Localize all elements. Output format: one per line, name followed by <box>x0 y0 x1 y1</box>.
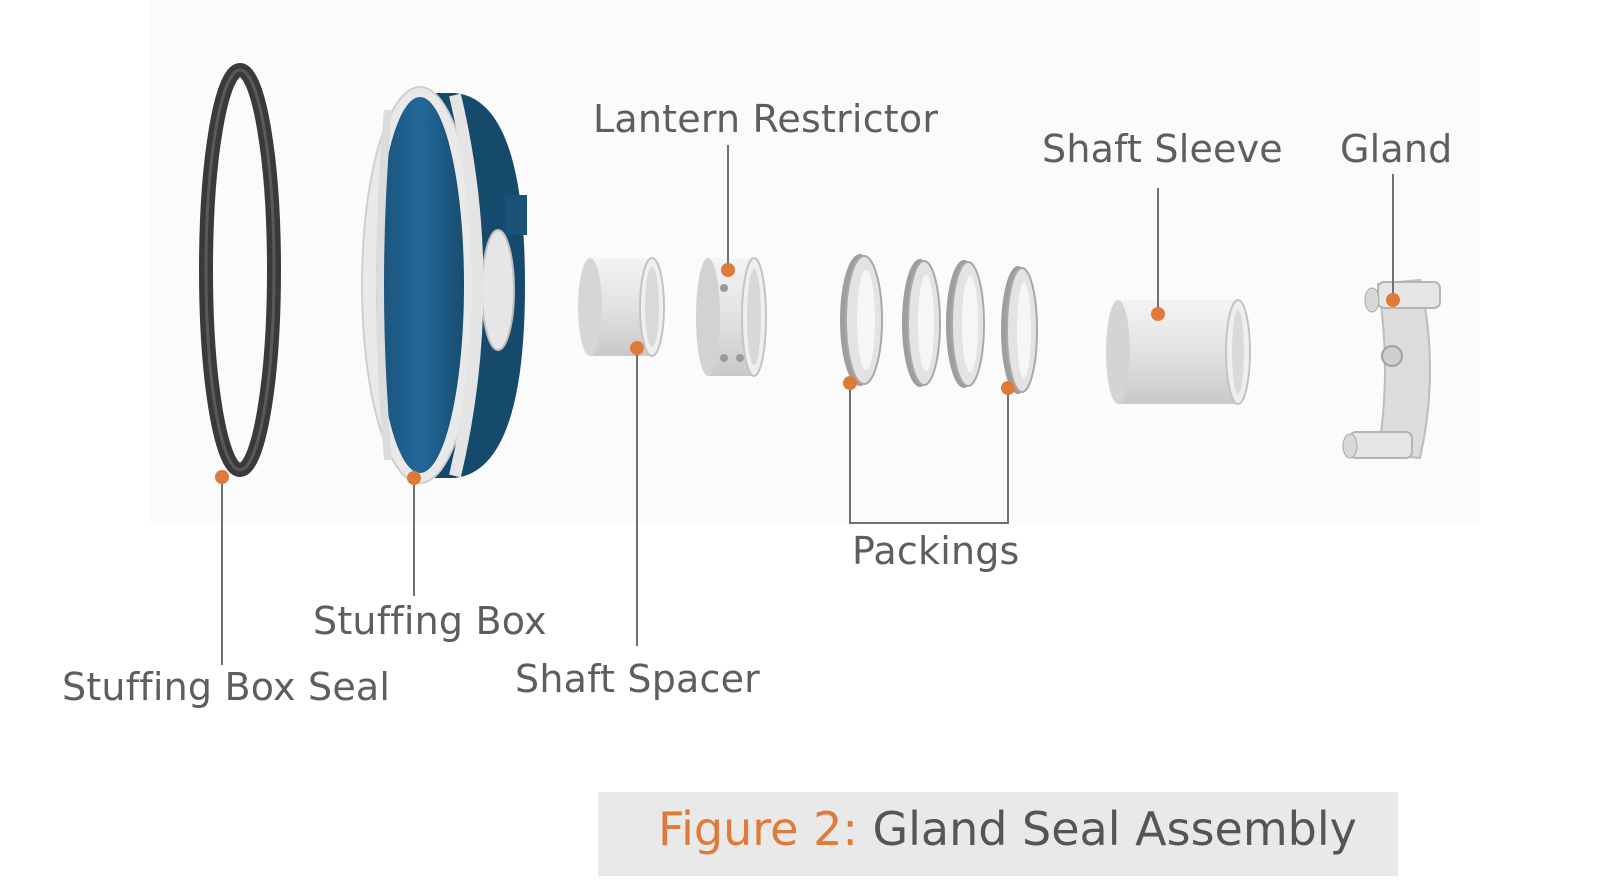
leader-lines <box>221 145 1394 665</box>
packing-ring-2 <box>902 259 941 387</box>
marker-shaft-sleeve <box>1151 307 1165 321</box>
figure-caption: Figure 2: Gland Seal Assembly <box>658 806 1357 852</box>
label-shaft-spacer: Shaft Spacer <box>515 657 761 701</box>
figure-caption-box <box>598 792 1398 876</box>
label-shaft-sleeve: Shaft Sleeve <box>1042 127 1283 171</box>
figure-caption-prefix: Figure 2: <box>658 802 858 856</box>
marker-lantern-restrictor <box>721 263 735 277</box>
label-gland: Gland <box>1340 127 1453 171</box>
packing-ring-4 <box>1001 266 1038 394</box>
shaft-sleeve-part <box>1106 299 1251 405</box>
gland-part <box>1342 278 1441 460</box>
marker-packing-right <box>1001 381 1015 395</box>
shaft-spacer-part <box>578 257 665 357</box>
leader-packings <box>849 383 1009 524</box>
marker-shaft-spacer <box>630 341 644 355</box>
marker-stuffing-box-seal <box>215 470 229 484</box>
figure-caption-title: Gland Seal Assembly <box>872 802 1357 856</box>
stuffing-box-part <box>361 86 527 484</box>
lantern-restrictor-part <box>696 257 767 377</box>
label-stuffing-box-seal: Stuffing Box Seal <box>62 665 391 709</box>
packing-ring-3 <box>946 260 985 388</box>
illustration-backdrop <box>150 0 1480 525</box>
label-stuffing-box: Stuffing Box <box>313 599 547 643</box>
marker-gland <box>1386 293 1400 307</box>
label-packings: Packings <box>852 529 1020 573</box>
stuffing-box-seal-part <box>199 63 281 477</box>
marker-dots <box>215 263 1400 485</box>
label-lantern-restrictor: Lantern Restrictor <box>593 97 939 141</box>
marker-packing-left <box>843 376 857 390</box>
packing-ring-1 <box>840 254 883 386</box>
marker-stuffing-box <box>407 471 421 485</box>
